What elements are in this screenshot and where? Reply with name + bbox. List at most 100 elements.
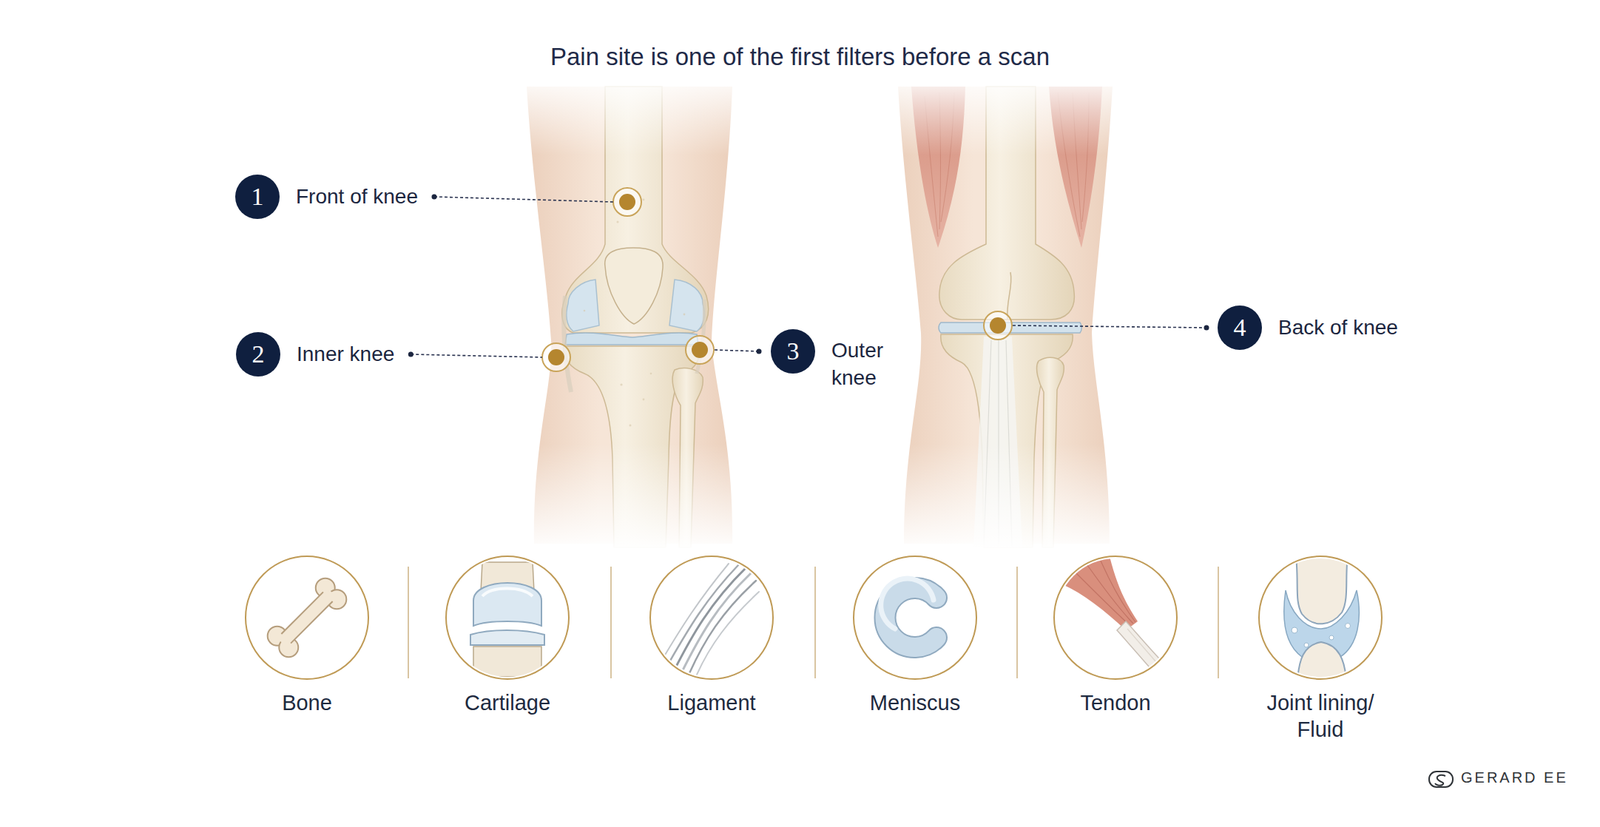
- tissue-icon: Meniscus: [833, 556, 997, 717]
- leader-dot-part: [408, 352, 414, 358]
- leader-line-part: [1012, 325, 1207, 328]
- separator-part: [814, 566, 816, 679]
- pain-marker-part: [691, 341, 708, 359]
- watermark-text: GERARD EE: [1460, 769, 1569, 787]
- meniscus-icon-part: [884, 588, 937, 648]
- tissue-icon: Joint lining/ Fluid: [1239, 556, 1402, 743]
- tendon-icon: [1062, 556, 1172, 681]
- pain-site-callout: 2 Inner knee: [235, 332, 395, 377]
- fade-top: [503, 73, 1140, 156]
- ligament-icon-part: [696, 591, 759, 675]
- front-knee-figure-part-part: [583, 309, 586, 313]
- logo-mark: [1429, 771, 1453, 788]
- callout-label: Inner knee: [296, 341, 395, 368]
- tendon-icon-part-part: [1100, 560, 1136, 623]
- leader-dot-part: [1204, 325, 1210, 331]
- tendon-icon-part: [1127, 628, 1166, 674]
- back-knee-figure-part: [1007, 272, 1012, 320]
- callout-number: 2: [235, 332, 281, 377]
- pain-marker-part: [542, 343, 571, 372]
- front-knee-figure-part-part: [642, 398, 646, 401]
- icon-ring-part: [650, 556, 774, 680]
- callout-label: Back of knee: [1278, 314, 1399, 342]
- pain-marker-part: [989, 317, 1007, 334]
- front-knee-figure-part: [563, 295, 572, 393]
- logo-mark-part: [1435, 775, 1446, 786]
- tissue-label: Joint lining/ Fluid: [1257, 689, 1384, 743]
- icon-ring: [245, 556, 1382, 680]
- leader-line: [410, 196, 1207, 358]
- tendon-icon-part: [1072, 560, 1136, 626]
- front-knee-figure-part-part: [616, 221, 620, 224]
- joint-lining-icon-part: [1291, 623, 1351, 648]
- front-knee-figure-part-part: [650, 372, 653, 376]
- front-knee-figure-part-part: [619, 383, 623, 386]
- callout-number: 4: [1217, 305, 1262, 350]
- joint-lining-icon-part: [1295, 556, 1348, 624]
- tendon-icon-part-part: [1072, 569, 1131, 626]
- icon-ring-part: [446, 556, 569, 680]
- joint-lining-icon-part-part: [1345, 623, 1351, 629]
- joint-lining-icon-part-part: [1329, 635, 1334, 640]
- fade-bottom: [503, 443, 1140, 552]
- tissue-label: Tendon: [1052, 689, 1179, 717]
- cartilage-icon-part: [470, 630, 545, 646]
- bone-icon-part: [290, 601, 333, 644]
- icon-ring-part: [853, 556, 977, 680]
- callout-label: Front of knee: [295, 183, 418, 211]
- pain-marker-part: [983, 311, 1012, 340]
- leader-line-part: [434, 196, 614, 202]
- front-knee-figure-part: [583, 198, 686, 427]
- tissue-label: Ligament: [648, 689, 775, 717]
- pain-site-callout: 4 Back of knee: [1217, 305, 1399, 350]
- pain-site-callout: 3Outer knee: [770, 329, 899, 374]
- leader-line-part: [714, 349, 759, 352]
- tissue-icon: Ligament: [630, 556, 793, 717]
- diagram-title: Pain site is one of the first filters be…: [0, 42, 1600, 72]
- joint-lining-icon-part: [1297, 642, 1347, 681]
- icon-ring-part: [1054, 556, 1177, 680]
- ligament-icon-part: [667, 565, 739, 666]
- leader-dot-part: [431, 194, 437, 200]
- front-knee-figure-part-part: [629, 424, 632, 427]
- cartilage-icon-part: [482, 588, 533, 597]
- pain-marker-part: [548, 349, 565, 366]
- ligament-icon-part: [689, 580, 756, 674]
- joint-lining-icon-part-part: [1291, 627, 1298, 634]
- ligament-icon-part: [662, 563, 729, 660]
- meniscus-icon-part: [880, 578, 934, 629]
- pain-marker-part: [685, 335, 714, 364]
- tendon-icon-part-part: [1087, 565, 1134, 624]
- tissue-label: Bone: [244, 689, 370, 717]
- tendon-icon-part: [1116, 621, 1172, 681]
- front-knee-figure-part: [566, 279, 600, 332]
- separator-part: [610, 566, 612, 679]
- tissue-label: Cartilage: [444, 689, 571, 717]
- tissue-icon: Cartilage: [426, 556, 589, 717]
- cartilage-icon: [470, 562, 545, 677]
- logo-mark-part: [1429, 771, 1453, 788]
- cartilage-icon-part: [473, 582, 542, 626]
- bone-icon: [263, 574, 350, 661]
- front-knee-figure-part: [669, 279, 705, 332]
- ligament-icon: [662, 563, 759, 675]
- front-knee-figure-part-part: [683, 313, 686, 316]
- pain-marker-part: [619, 193, 636, 211]
- tendon-icon-part: [1062, 556, 1138, 631]
- joint-lining-icon-part-part: [1304, 642, 1309, 648]
- front-knee-figure-part-part: [642, 198, 646, 202]
- pain-marker-part: [613, 187, 642, 216]
- separator-part: [1016, 566, 1018, 679]
- meniscus-icon-part: [884, 588, 937, 648]
- separator-part: [407, 566, 410, 679]
- leader-dot-part: [756, 349, 762, 355]
- meniscus-icon: [880, 578, 937, 648]
- tissue-label: Meniscus: [852, 689, 978, 717]
- bone-icon-part: [281, 591, 324, 634]
- callout-label: Outer knee: [831, 336, 899, 392]
- front-knee-figure-part: [565, 332, 699, 345]
- cartilage-icon-part: [473, 646, 542, 677]
- leader-line-part: [410, 354, 543, 358]
- bone-icon-part: [277, 588, 338, 648]
